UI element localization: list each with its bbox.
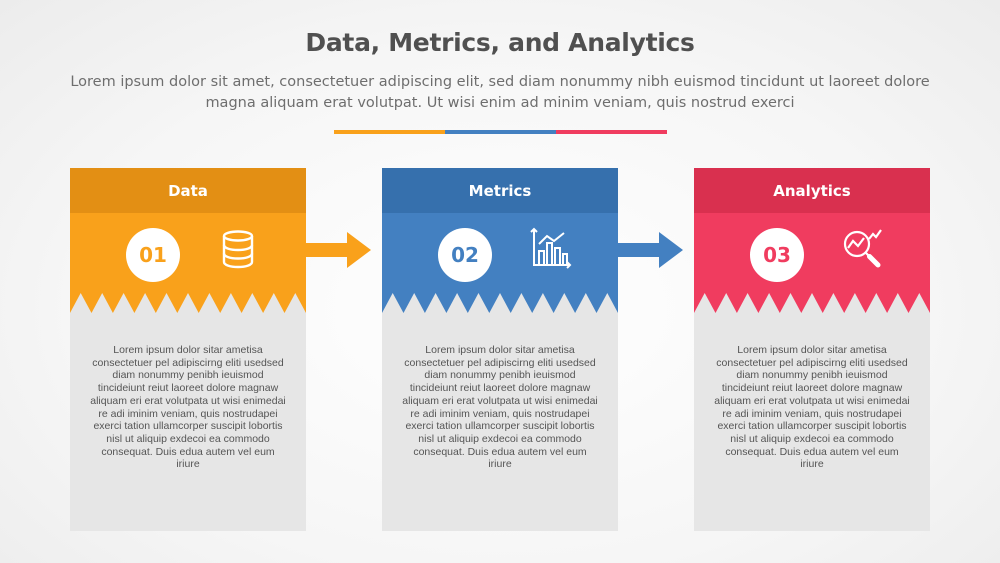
page-title: Data, Metrics, and Analytics bbox=[305, 28, 695, 57]
step-number: 02 bbox=[438, 228, 492, 282]
page-subtitle: Lorem ipsum dolor sit amet, consectetuer… bbox=[70, 74, 930, 111]
card-zigzag bbox=[382, 291, 618, 313]
divider-blue bbox=[445, 130, 556, 134]
card-description: Lorem ipsum dolor sitar ametisa consecte… bbox=[714, 344, 910, 471]
card-band bbox=[694, 213, 930, 293]
card-header: Analytics bbox=[694, 168, 930, 213]
card-zigzag bbox=[70, 291, 306, 313]
divider-red bbox=[556, 130, 667, 134]
card-band bbox=[382, 213, 618, 293]
magnifier-chart-icon bbox=[843, 229, 882, 268]
card-description: Lorem ipsum dolor sitar ametisa consecte… bbox=[90, 344, 286, 471]
card-header: Metrics bbox=[382, 168, 618, 213]
bar-chart-icon bbox=[530, 227, 572, 269]
card-description: Lorem ipsum dolor sitar ametisa consecte… bbox=[402, 344, 598, 471]
card-zigzag bbox=[694, 291, 930, 313]
card-metrics: Metrics 02 Lorem ipsum dolor sitar ameti… bbox=[382, 168, 618, 531]
step-number: 01 bbox=[126, 228, 180, 282]
database-icon bbox=[222, 230, 254, 269]
card-header: Data bbox=[70, 168, 306, 213]
arrow-right-icon bbox=[617, 232, 683, 268]
step-number: 03 bbox=[750, 228, 804, 282]
arrow-right-icon bbox=[305, 232, 371, 268]
card-band bbox=[70, 213, 306, 293]
card-analytics: Analytics 03 Lorem ipsum dolor sitar ame… bbox=[694, 168, 930, 531]
card-data: Data 01 Lorem ipsum dolor sitar ametisa … bbox=[70, 168, 306, 531]
divider-orange bbox=[334, 130, 445, 134]
